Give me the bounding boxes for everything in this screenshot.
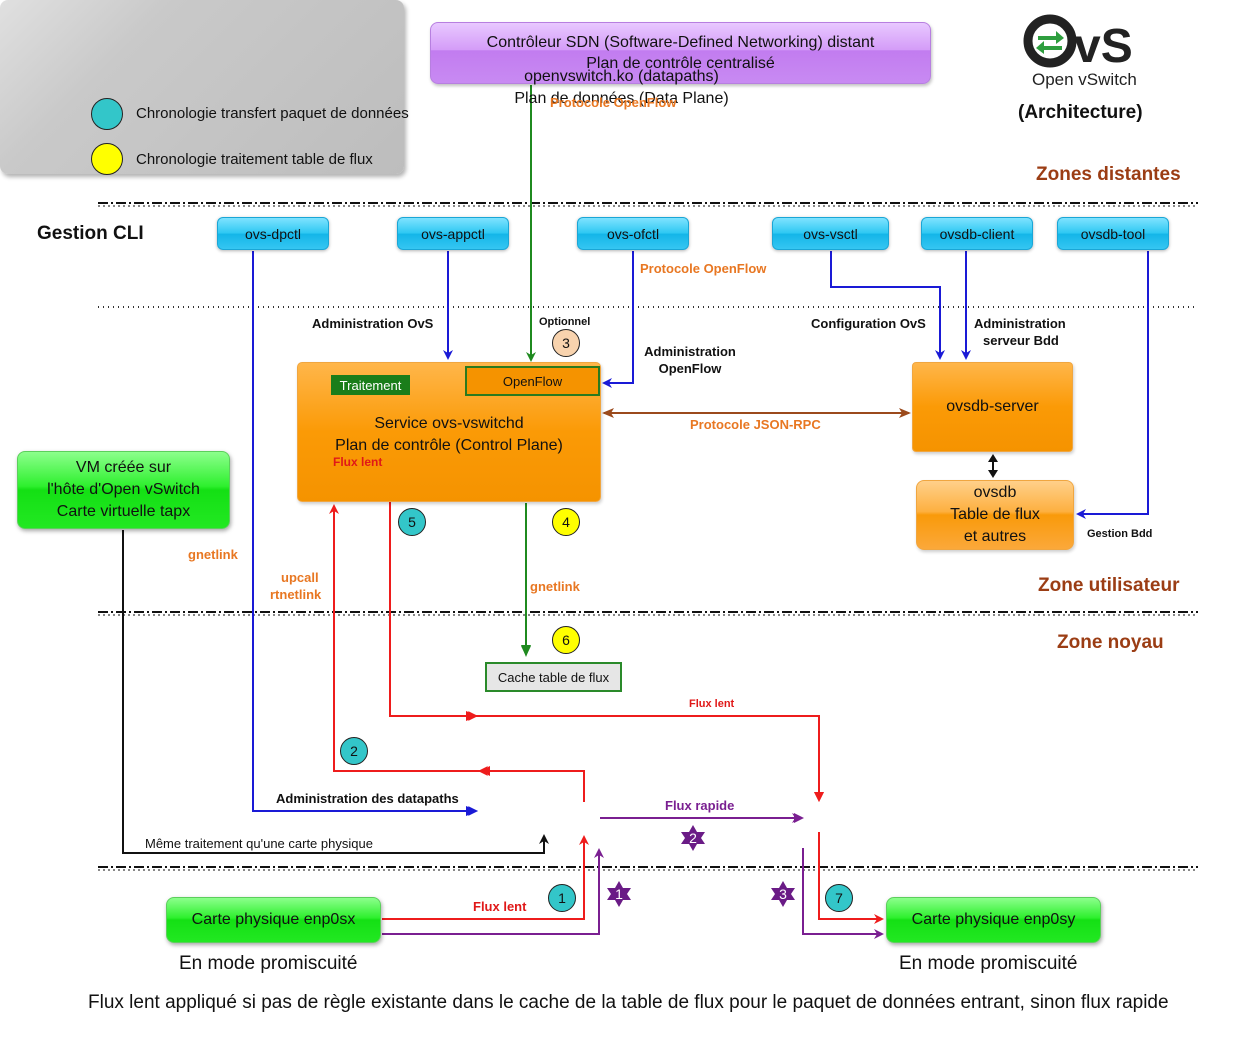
label-gestion-bdd: Gestion Bdd xyxy=(1087,528,1153,540)
ovsdb-box[interactable]: ovsdb Table de flux et autres xyxy=(916,480,1074,550)
physical-card-in[interactable]: Carte physique enp0sx xyxy=(166,897,381,943)
cli-ovs-appctl[interactable]: ovs-appctl xyxy=(397,217,509,250)
legend-label-transfer: Chronologie transfert paquet de données xyxy=(136,105,409,122)
star-icon xyxy=(681,825,705,851)
svg-text:vS: vS xyxy=(1074,20,1133,73)
ovs-logo-icon: vS xyxy=(1023,14,1133,73)
flow-cache-tag: Cache table de flux xyxy=(485,662,622,692)
ovs-logo: vS xyxy=(1022,14,1144,94)
wire-vswitchd-datapath xyxy=(389,502,478,721)
badge-optional-3: 3 xyxy=(552,329,580,357)
datapath-box[interactable]: openvswitch.ko (datapaths) Plan de donné… xyxy=(0,0,729,174)
ovsdb-line2: Table de flux xyxy=(950,506,1040,523)
badge-step-5: 5 xyxy=(398,508,426,536)
label-protocole-openflow: Protocole OpenFlow xyxy=(550,95,677,110)
datapath-line1: openvswitch.ko (datapaths) xyxy=(524,68,719,85)
star-fast-3-label: 3 xyxy=(779,886,787,902)
physical-card-out[interactable]: Carte physique enp0sy xyxy=(886,897,1101,943)
footnote: Flux lent appliqué si pas de règle exist… xyxy=(88,992,1169,1013)
badge-step-2: 2 xyxy=(340,737,368,765)
label-config-ovs: Configuration OvS xyxy=(811,316,926,331)
card-out-mode: En mode promiscuité xyxy=(899,953,1078,974)
label-flux-lent-bottom: Flux lent xyxy=(473,899,527,914)
label-admin-datapaths: Administration des datapaths xyxy=(276,791,459,806)
cli-ovs-vsctl[interactable]: ovs-vsctl xyxy=(772,217,889,250)
zone-label-noyau: Zone noyau xyxy=(1057,632,1164,653)
vm-line1: VM créée sur xyxy=(75,459,172,476)
separator-user-kernel xyxy=(98,611,1198,616)
cli-ovs-dpctl[interactable]: ovs-dpctl xyxy=(217,217,329,250)
wire-card-in-fast xyxy=(382,848,604,935)
badge-flow-4: 4 xyxy=(552,508,580,536)
badge-step-7: 7 xyxy=(825,884,853,912)
wire-card-out-slow xyxy=(818,832,884,924)
label-protocole-openflow-ofctl: Protocole OpenFlow xyxy=(640,261,767,276)
star-icon xyxy=(771,881,795,907)
label-rtnetlink: rtnetlink xyxy=(270,587,322,602)
wire-dpctl-datapath xyxy=(252,251,478,816)
traitement-tag: Traitement xyxy=(331,375,410,395)
label-upcall: upcall xyxy=(281,570,319,585)
sdn-controller-line1: Contrôleur SDN (Software-Defined Network… xyxy=(486,34,875,51)
cli-ovsdb-tool[interactable]: ovsdb-tool xyxy=(1057,217,1169,250)
card-in-mode: En mode promiscuité xyxy=(179,953,358,974)
wire-tool-ovsdb xyxy=(1076,251,1149,519)
ovsdb-line3: et autres xyxy=(963,528,1027,545)
zone-label-distantes: Zones distantes xyxy=(1036,164,1181,185)
label-admin-ovs: Administration OvS xyxy=(312,316,434,331)
vm-line2: l'hôte d'Open vSwitch xyxy=(47,481,200,498)
label-gnetlink-left: gnetlink xyxy=(188,547,238,562)
label-json-rpc: Protocole JSON-RPC xyxy=(690,417,821,432)
label-admin-serveur-bdd-2: serveur Bdd xyxy=(983,333,1059,348)
label-admin-serveur-bdd-1: Administration xyxy=(974,316,1066,331)
wire-ofctl-openflow xyxy=(602,251,634,388)
star-fast-1: 1 xyxy=(605,880,633,908)
star-fast-3: 3 xyxy=(769,880,797,908)
sdn-controller-line2: Plan de contrôle centralisé xyxy=(586,55,775,72)
separator-distant xyxy=(98,202,1198,207)
openflow-module[interactable]: OpenFlow xyxy=(465,366,600,396)
vm-line3: Carte virtuelle tapx xyxy=(56,503,191,520)
badge-flow-6: 6 xyxy=(552,626,580,654)
cli-ovsdb-client[interactable]: ovsdb-client xyxy=(921,217,1033,250)
vswitchd-line1: Service ovs-vswitchd xyxy=(374,415,524,432)
diagram-subtitle: (Architecture) xyxy=(1018,102,1143,123)
vswitchd-line2: Plan de contrôle (Control Plane) xyxy=(335,437,563,454)
legend-dot-transfer xyxy=(91,98,123,130)
ovsdb-server-box[interactable]: ovsdb-server xyxy=(912,362,1073,452)
wire-card-in-slow xyxy=(382,835,589,920)
wire-vsctl-ovsdb-server xyxy=(830,251,945,360)
vswitchd-flux-lent-label: Flux lent xyxy=(333,455,383,469)
cli-section-title: Gestion CLI xyxy=(37,223,144,244)
flux-rapide-label: Flux rapide xyxy=(665,798,735,813)
sdn-controller-box[interactable]: Contrôleur SDN (Software-Defined Network… xyxy=(430,22,931,84)
label-admin-openflow: Administration OpenFlow xyxy=(644,344,736,376)
wire-vm-datapath xyxy=(122,530,549,854)
datapath-flux-lent-label: Flux lent xyxy=(689,698,735,710)
label-meme-traitement: Même traitement qu'une carte physique xyxy=(145,836,373,851)
label-optionnel: Optionnel xyxy=(539,316,591,328)
wire-card-out-fast xyxy=(802,848,884,939)
separator-hardware xyxy=(98,866,1198,871)
datapath-line2: Plan de données (Data Plane) xyxy=(514,90,729,107)
vm-tap-box[interactable]: VM créée sur l'hôte d'Open vSwitch Carte… xyxy=(17,451,230,529)
legend-label-flowtable: Chronologie traitement table de flux xyxy=(136,151,373,168)
cli-ovs-ofctl[interactable]: ovs-ofctl xyxy=(577,217,689,250)
wire-server-ovsdb xyxy=(988,454,998,478)
star-fast-2-label: 2 xyxy=(689,830,697,846)
badge-step-1: 1 xyxy=(548,884,576,912)
logo-text: Open vSwitch xyxy=(1032,70,1137,89)
star-fast-2: 2 xyxy=(679,824,707,852)
zone-label-utilisateur: Zone utilisateur xyxy=(1038,575,1180,596)
star-fast-1-label: 1 xyxy=(615,886,623,902)
star-icon xyxy=(607,881,631,907)
legend-dot-flowtable xyxy=(91,143,123,175)
ovsdb-line1: ovsdb xyxy=(973,484,1017,501)
label-gnetlink-mid: gnetlink xyxy=(530,579,580,594)
